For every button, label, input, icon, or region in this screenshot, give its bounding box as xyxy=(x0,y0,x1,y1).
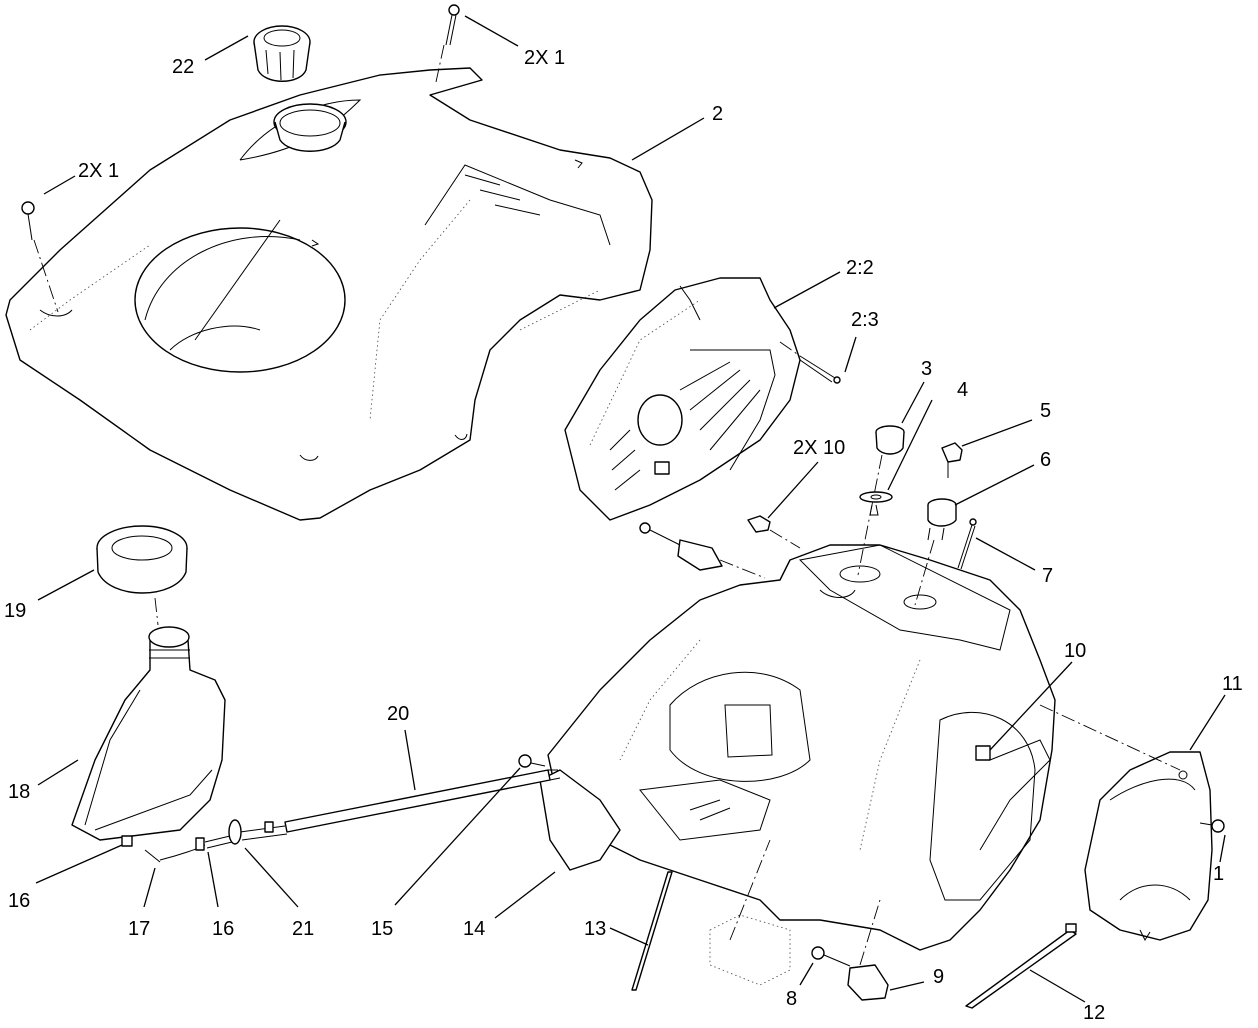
callout-22: 22 xyxy=(172,56,194,78)
lower-bracket-part xyxy=(539,769,621,871)
callout-20: 20 xyxy=(387,703,409,725)
upper-shroud-part xyxy=(5,67,653,521)
callout-2x1-left: 2X 1 xyxy=(78,160,119,182)
control-panel-housing xyxy=(547,544,1056,951)
switch-part-bottom xyxy=(847,899,889,1001)
pin-part xyxy=(957,518,977,570)
callout-9: 9 xyxy=(933,966,944,988)
callout-16-right: 16 xyxy=(212,918,234,940)
callout-4: 4 xyxy=(957,379,968,401)
callout-19: 19 xyxy=(4,600,26,622)
screw-part-bottom xyxy=(811,946,851,967)
callout-18: 18 xyxy=(8,781,30,803)
callout-3: 3 xyxy=(921,358,932,380)
callout-11: 11 xyxy=(1222,673,1243,695)
ignition-switch-part xyxy=(914,498,957,606)
callout-12: 12 xyxy=(1083,1002,1105,1024)
callout-13: 13 xyxy=(584,918,606,940)
callout-2x1-top: 2X 1 xyxy=(524,47,565,69)
ignition-key-part xyxy=(941,442,963,478)
callout-labels: 22 2X 1 2X 1 2 2:2 2:3 3 4 5 6 7 2X 10 1… xyxy=(4,47,1243,1024)
callout-10: 10 xyxy=(1064,640,1086,662)
callout-17: 17 xyxy=(128,918,150,940)
guard-screw-part xyxy=(779,341,841,384)
screw-part-15 xyxy=(518,754,546,768)
callout-6: 6 xyxy=(1040,449,1051,471)
fuel-line-assembly xyxy=(121,769,561,863)
callout-2: 2 xyxy=(712,103,723,125)
callout-1: 1 xyxy=(1213,863,1224,885)
cable-tie-part xyxy=(965,923,1077,1009)
callout-2-3: 2:3 xyxy=(851,309,879,331)
callout-7: 7 xyxy=(1042,565,1053,587)
bracket-part xyxy=(639,522,801,579)
callout-14: 14 xyxy=(463,918,485,940)
screw-part-right xyxy=(1199,819,1225,833)
recoil-guard-part xyxy=(564,277,801,521)
screw-part-top xyxy=(435,4,460,83)
fuel-tank-part xyxy=(71,626,226,841)
dashed-mount-block xyxy=(709,839,791,986)
callout-15: 15 xyxy=(371,918,393,940)
callout-2x10: 2X 10 xyxy=(793,437,845,459)
clip-part-top xyxy=(747,515,771,533)
leader-lines xyxy=(35,15,1226,1003)
side-cover-part xyxy=(1039,704,1213,942)
washer-part xyxy=(859,491,893,516)
callout-21: 21 xyxy=(292,918,314,940)
callout-8: 8 xyxy=(786,988,797,1010)
fuel-cap-part xyxy=(253,25,311,82)
callout-2-2: 2:2 xyxy=(846,257,874,279)
callout-5: 5 xyxy=(1040,400,1051,422)
rod-part xyxy=(631,871,673,991)
callout-16-left: 16 xyxy=(8,890,30,912)
tank-grommet-part xyxy=(96,525,188,626)
screw-part-left xyxy=(21,201,59,313)
